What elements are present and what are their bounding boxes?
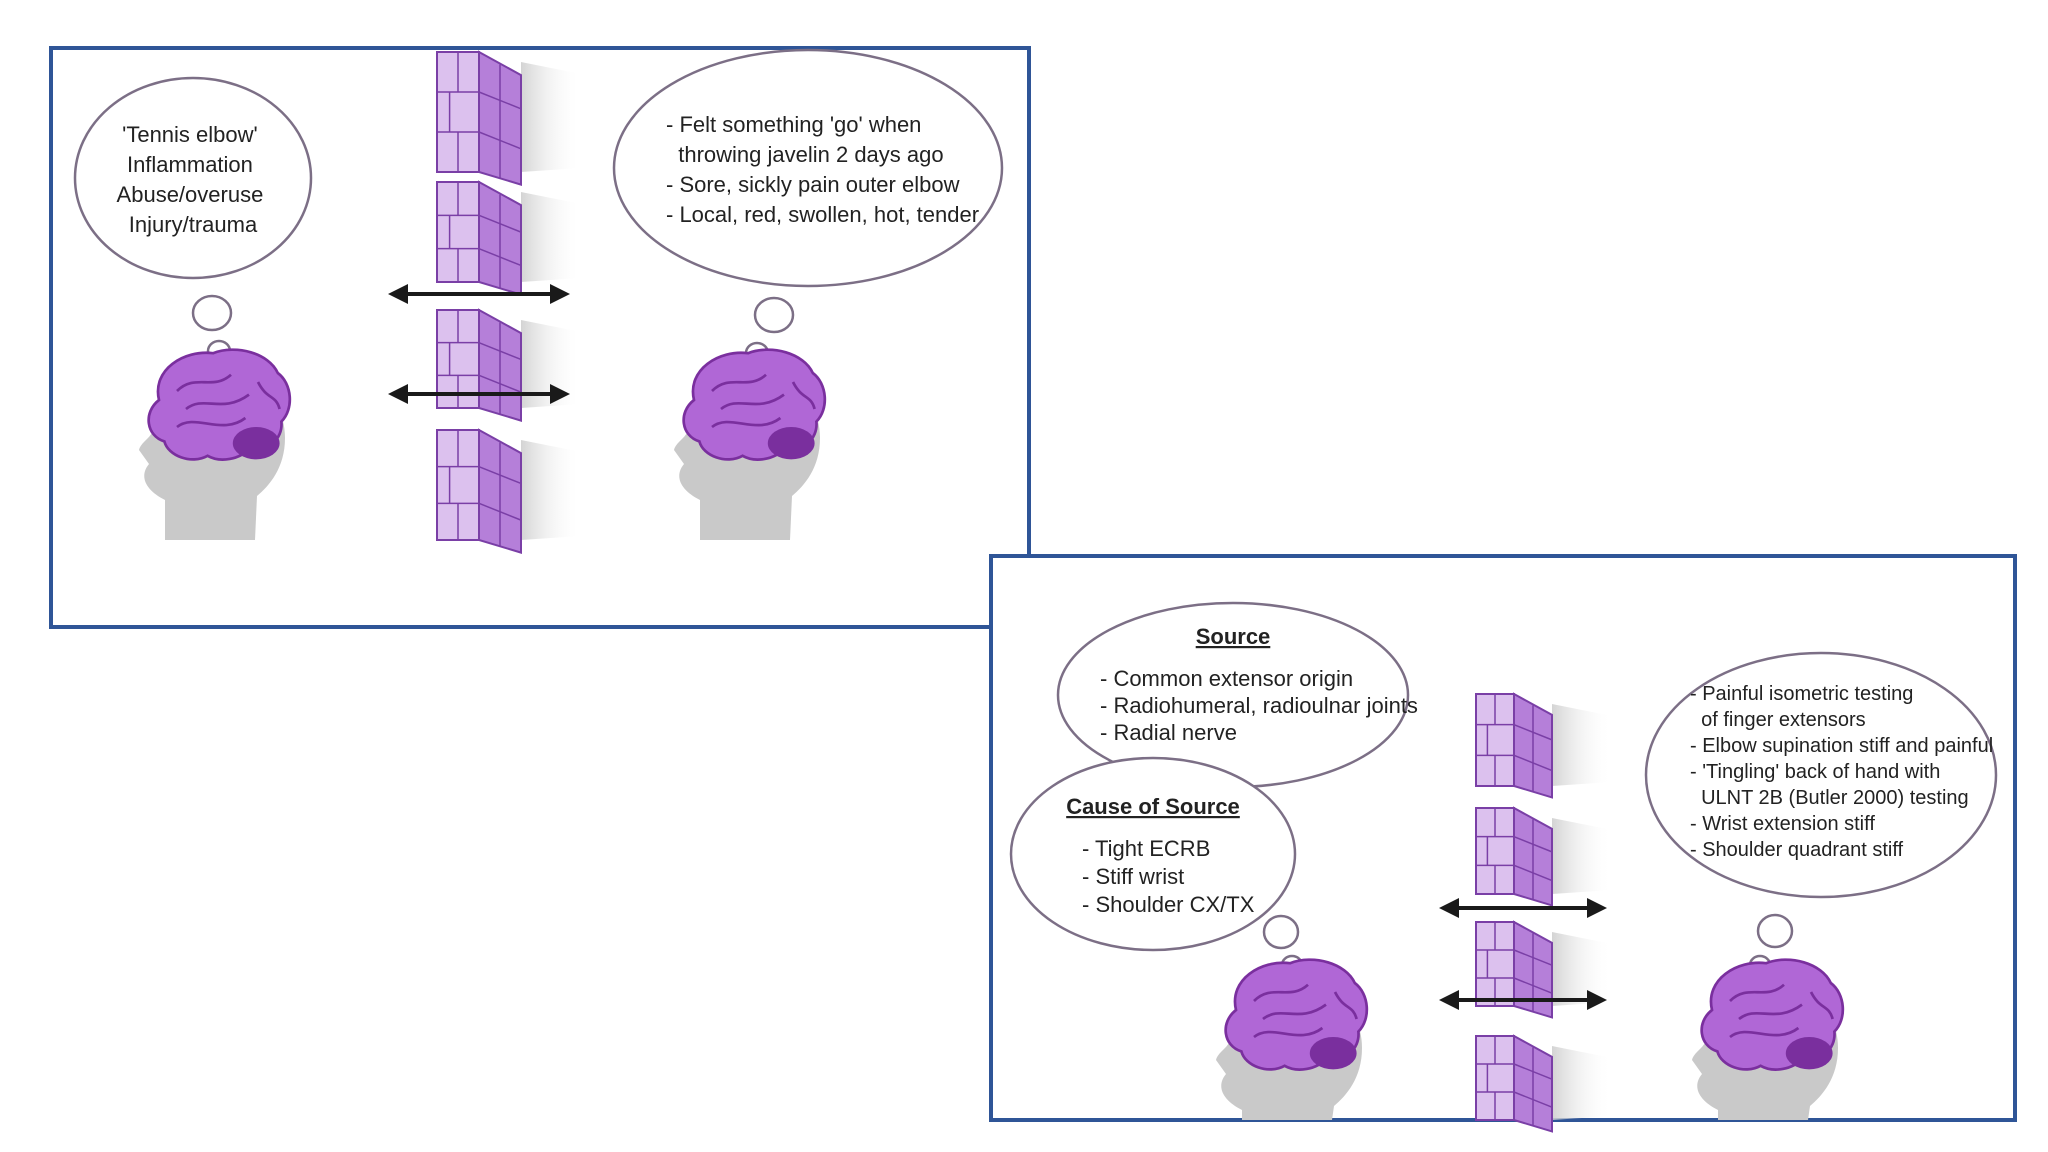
brain-icon [147,348,292,461]
thought-bubble [1644,651,1998,899]
brain-icon [1224,958,1369,1071]
panel-a-right-head [674,348,827,540]
panel-b-right-thought: - Painful isometric testing of finger ex… [1644,651,1998,976]
panel-a-left-thought: 'Tennis elbow' Inflammation Abuse/overus… [73,76,313,363]
thought-dot-large [753,296,795,334]
thought-dot-large [191,294,233,332]
bubble-line: Injury/trauma [129,212,258,237]
bubble-line: - Shoulder CX/TX [1082,892,1255,917]
panel-a: 'Tennis elbow' Inflammation Abuse/overus… [0,0,1031,629]
bubble-line: of finger extensors [1690,709,1866,731]
bubble-line: - Tight ECRB [1082,836,1210,861]
panel-b-left-head [1216,958,1369,1120]
bubble-line: - Sore, sickly pain outer elbow [666,172,960,197]
bubble-line: - Stiff wrist [1082,864,1184,889]
bubble-line: - Shoulder quadrant stiff [1690,839,1904,861]
bubble-line: - Common extensor origin [1100,666,1353,691]
brick-block [436,180,581,296]
cause-heading: Cause of Source [1066,794,1240,819]
bubble-line: - Radial nerve [1100,720,1237,745]
brick-block [1475,692,1612,799]
svg-text:- Tight ECRB - Stiff w: - Tight ECRB - Stiff wrist - Shoulder CX… [1082,836,1255,917]
svg-text:- Felt something 'go' when: - Felt something 'go' when throwing jave… [0,0,1022,227]
bubble-line: Inflammation [127,152,253,177]
bubble-line: ULNT 2B (Butler 2000) testing [1690,787,1969,809]
brick-block [1475,1034,1612,1133]
thought-dot-large [1756,913,1794,949]
bubble-line: Abuse/overuse [117,182,264,207]
bubble-line: 'Tennis elbow' [122,122,258,147]
brick-block [1475,806,1612,907]
bubble-line: - Elbow supination stiff and painful [1690,735,1993,757]
thought-dot-large [1262,914,1300,950]
bubble-line: - Painful isometric testing [1690,683,1913,705]
brain-icon [1700,958,1845,1071]
brick-block [436,50,581,186]
thought-bubble [612,48,1004,288]
brick-wall [436,50,581,554]
bubble-line: - Local, red, swollen, hot, tender [666,202,979,227]
bubble-line: - Radiohumeral, radioulnar joints [1100,693,1418,718]
cause-thought: Cause of Source - Tight ECRB - Stiff wri… [1009,756,1304,976]
thought-bubble [1009,756,1297,952]
panel-a-left-head [139,348,292,540]
brick-block [436,428,581,554]
panel-b: Source - Common extensor origin - Radioh… [989,554,2017,1133]
brick-block [436,308,581,422]
panel-b-right-head [1692,958,1845,1120]
svg-text:'Tennis elbow' Inflamm: 'Tennis elbow' Inflammation Abuse/overus… [117,122,270,237]
panel-a-frame [49,46,1031,629]
bubble-line: - Felt something 'go' when [666,112,921,137]
source-heading: Source [1196,624,1271,649]
bubble-line: throwing javelin 2 days ago [666,142,944,167]
bubble-line: - Wrist extension stiff [1690,813,1875,835]
source-thought: Source - Common extensor origin - Radioh… [1056,601,1424,789]
bubble-line: - 'Tingling' back of hand with [1690,761,1940,783]
thought-bubble [73,76,313,280]
panel-a-right-thought: - Felt something 'go' when throwing jave… [0,0,1022,365]
brain-icon [682,348,827,461]
svg-text:- Painful isometric testing: - Painful isometric testing of finger ex… [1690,683,1993,861]
svg-text:- Common extensor origin: - Common extensor origin - Radiohumeral,… [1100,666,1424,745]
